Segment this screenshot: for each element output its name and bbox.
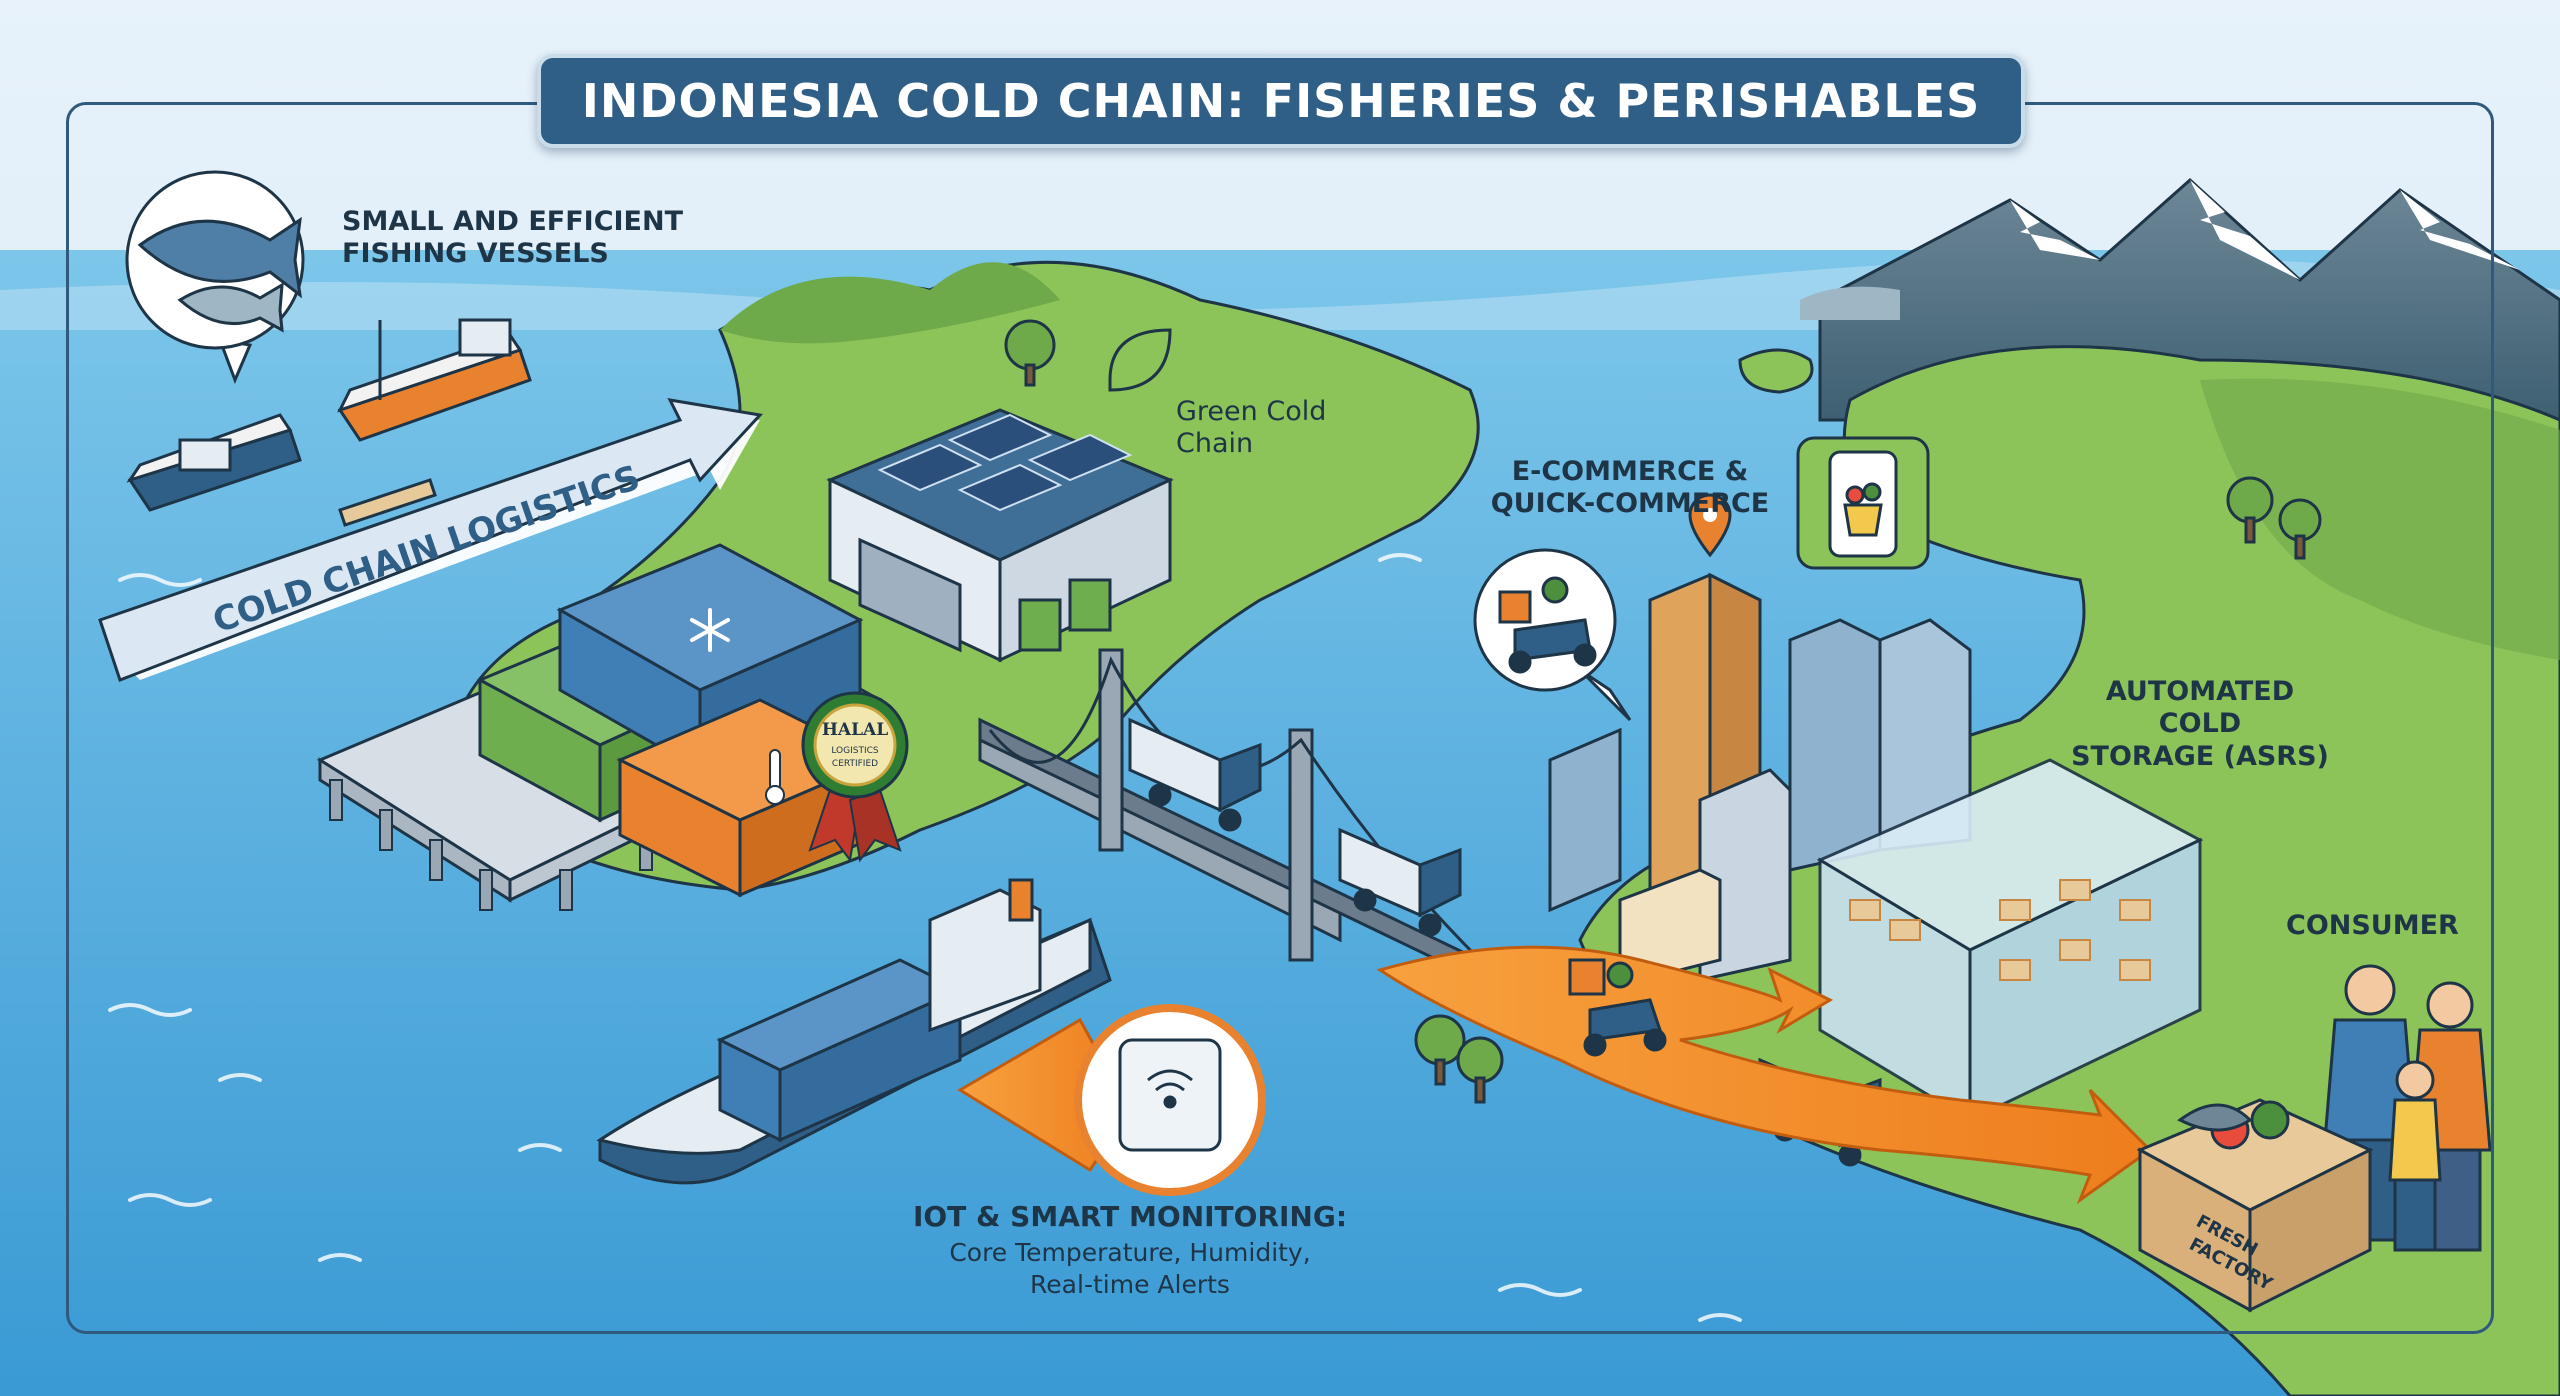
ecom-label-line1: E-COMMERCE &: [1511, 456, 1749, 487]
halal-line3: CERTIFIED: [832, 759, 878, 769]
page-title: INDONESIA COLD CHAIN: FISHERIES & PERISH…: [581, 74, 1981, 128]
halal-line1: HALAL: [822, 720, 888, 740]
iot-detail-label: Core Temperature, Humidity, Real-time Al…: [860, 1238, 1400, 1302]
iot-detail-line2: Real-time Alerts: [1030, 1270, 1230, 1299]
ecom-label-line2: QUICK-COMMERCE: [1490, 488, 1770, 520]
halal-seal: HALAL LOGISTICS CERTIFIED: [801, 691, 909, 863]
iot-title-label: IOT & SMART MONITORING:: [912, 1200, 1348, 1233]
asrs-label-line1: AUTOMATED COLD: [2105, 676, 2295, 740]
phone-badge: [1796, 436, 1930, 570]
truck-on-bridge: [1128, 717, 1262, 832]
truck-bridge-end: [1338, 827, 1462, 937]
asrs-label: AUTOMATED COLD STORAGE (ASRS): [2060, 676, 2340, 773]
grocery-app-phone-icon: [1828, 450, 1898, 558]
iot-detail-line1: Core Temperature, Humidity,: [949, 1238, 1311, 1267]
scooter-badge: [1473, 548, 1632, 722]
snowflake-icon: [690, 608, 730, 652]
thermometer-icon: [765, 749, 785, 805]
fish-icon: [137, 216, 303, 333]
distribution-arrow: [1376, 945, 2153, 1205]
islet: [1738, 348, 1814, 394]
container-stack: [476, 543, 884, 898]
halal-line2: LOGISTICS: [831, 746, 879, 756]
fishing-label-line1: SMALL AND EFFICIENT: [342, 206, 684, 237]
fishing-vessels-label: SMALL AND EFFICIENT FISHING VESSELS: [342, 206, 683, 271]
delivery-scooter-icon: [1498, 576, 1597, 674]
fresh-factory-box: FRESH FACTORY: [2136, 1098, 2374, 1313]
solar-warehouse: [826, 408, 1174, 663]
fishing-vessels: [126, 318, 532, 527]
iot-sensor-icon: [1118, 1038, 1222, 1152]
iot-badge: [957, 1004, 1266, 1196]
trees: [1004, 319, 2322, 1104]
scooter-rider: [1568, 958, 1667, 1057]
location-pin-icon: [1688, 493, 1732, 558]
green-label-line1: Green Cold: [1176, 396, 1327, 427]
central-island-hill: [720, 262, 1060, 344]
asrs-label-line2: STORAGE (ASRS): [2071, 740, 2329, 772]
city: [1548, 572, 1972, 987]
ecommerce-label: E-COMMERCE & QUICK-COMMERCE: [1480, 456, 1780, 521]
fishing-label-line2: FISHING VESSELS: [342, 238, 609, 270]
green-cold-chain-label: Green Cold Chain: [1176, 396, 1326, 461]
cargo-ship: [596, 878, 1112, 1185]
consumer-label: CONSUMER: [2286, 910, 2459, 941]
fish-badge: [125, 170, 305, 385]
leaf-icon: [1108, 328, 1172, 392]
green-label-line2: Chain: [1176, 428, 1254, 460]
title-banner: INDONESIA COLD CHAIN: FISHERIES & PERISH…: [537, 54, 2025, 148]
east-island-forest: [2200, 378, 2560, 660]
